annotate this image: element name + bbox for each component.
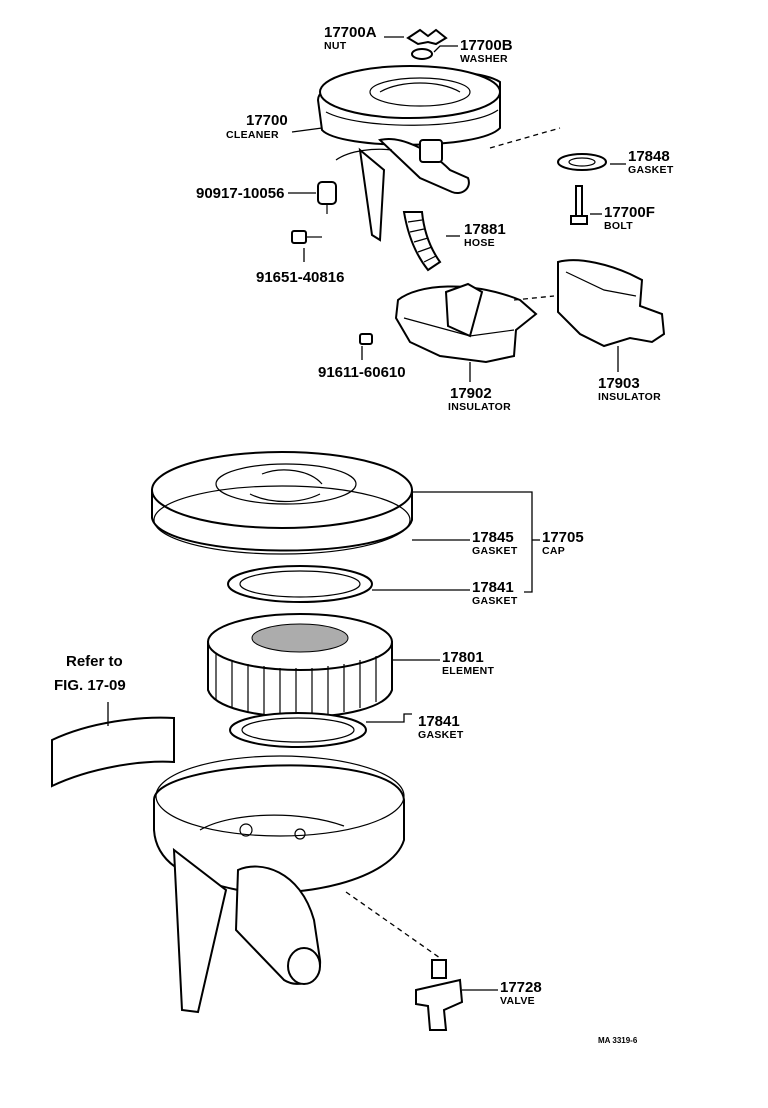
reference-panel bbox=[51, 716, 175, 788]
element-part-name: ELEMENT bbox=[442, 665, 495, 677]
gasket-17841-lower-part-number: 17841 bbox=[418, 713, 460, 730]
gasket-17841-upper-part-name: GASKET bbox=[472, 595, 518, 607]
cleaner-part-number: 17700 bbox=[246, 112, 288, 129]
gasket-17845-upper-drawing bbox=[227, 565, 373, 603]
cap-part-name: CAP bbox=[542, 545, 565, 557]
nut-part-name: NUT bbox=[324, 40, 347, 52]
gasket-17841-lower-drawing bbox=[229, 712, 367, 748]
washer-part-name: WASHER bbox=[460, 53, 508, 65]
bolt-part-number: 17700F bbox=[604, 204, 655, 221]
sensor-part-number: 90917-10056 bbox=[196, 185, 284, 202]
gasket-17841-lower-part-name: GASKET bbox=[418, 729, 464, 741]
gasket-17848-drawing bbox=[557, 153, 607, 171]
bolt-part-name: BOLT bbox=[604, 220, 633, 232]
hose-drawing bbox=[402, 211, 442, 272]
gasket-17845-part-number: 17845 bbox=[472, 529, 514, 546]
gasket-17848-part-number: 17848 bbox=[628, 148, 670, 165]
cleaner-assembly-drawing bbox=[316, 65, 501, 242]
insulator-17902-drawing bbox=[394, 282, 538, 364]
gasket-17848-part-name: GASKET bbox=[628, 164, 674, 176]
diagram-code: MA 3319-6 bbox=[598, 1036, 638, 1045]
gasket-17845-part-name: GASKET bbox=[472, 545, 518, 557]
insulator-17903-part-name: INSULATOR bbox=[598, 391, 661, 403]
cap-part-number: 17705 bbox=[542, 529, 584, 546]
screw-91611-part-number: 91611-60610 bbox=[318, 364, 406, 381]
valve-part-name: VALVE bbox=[500, 995, 535, 1007]
nut-part-number: 17700A bbox=[324, 24, 377, 41]
wing-nut-drawing bbox=[406, 28, 448, 60]
hose-part-number: 17881 bbox=[464, 221, 506, 238]
cleaner-part-name: CLEANER bbox=[226, 129, 279, 141]
element-17801-drawing bbox=[207, 613, 393, 718]
valve-part-number: 17728 bbox=[500, 979, 542, 996]
screw-91611-drawing bbox=[359, 333, 373, 345]
dashed-guide-lines bbox=[345, 127, 561, 959]
cap-17705-drawing bbox=[151, 451, 413, 555]
element-part-number: 17801 bbox=[442, 649, 484, 666]
bolt-17700F-drawing bbox=[570, 185, 588, 225]
insulator-17902-part-number: 17902 bbox=[450, 385, 492, 402]
washer-part-number: 17700B bbox=[460, 37, 513, 54]
housing-drawing bbox=[153, 755, 405, 1014]
insulator-17902-part-name: INSULATOR bbox=[448, 401, 511, 413]
reference-line-1: Refer to bbox=[66, 653, 123, 670]
gasket-17841-upper-part-number: 17841 bbox=[472, 579, 514, 596]
sensor-drawing bbox=[317, 181, 337, 214]
screw-91651-part-number: 91651-40816 bbox=[256, 269, 344, 286]
screw-91651-drawing bbox=[291, 230, 322, 244]
valve-17728-drawing bbox=[415, 959, 464, 1031]
reference-line-2: FIG. 17-09 bbox=[54, 677, 126, 694]
leader-lines bbox=[107, 36, 626, 991]
insulator-17903-part-number: 17903 bbox=[598, 375, 640, 392]
hose-part-name: HOSE bbox=[464, 237, 495, 249]
insulator-17903-drawing bbox=[557, 259, 666, 348]
